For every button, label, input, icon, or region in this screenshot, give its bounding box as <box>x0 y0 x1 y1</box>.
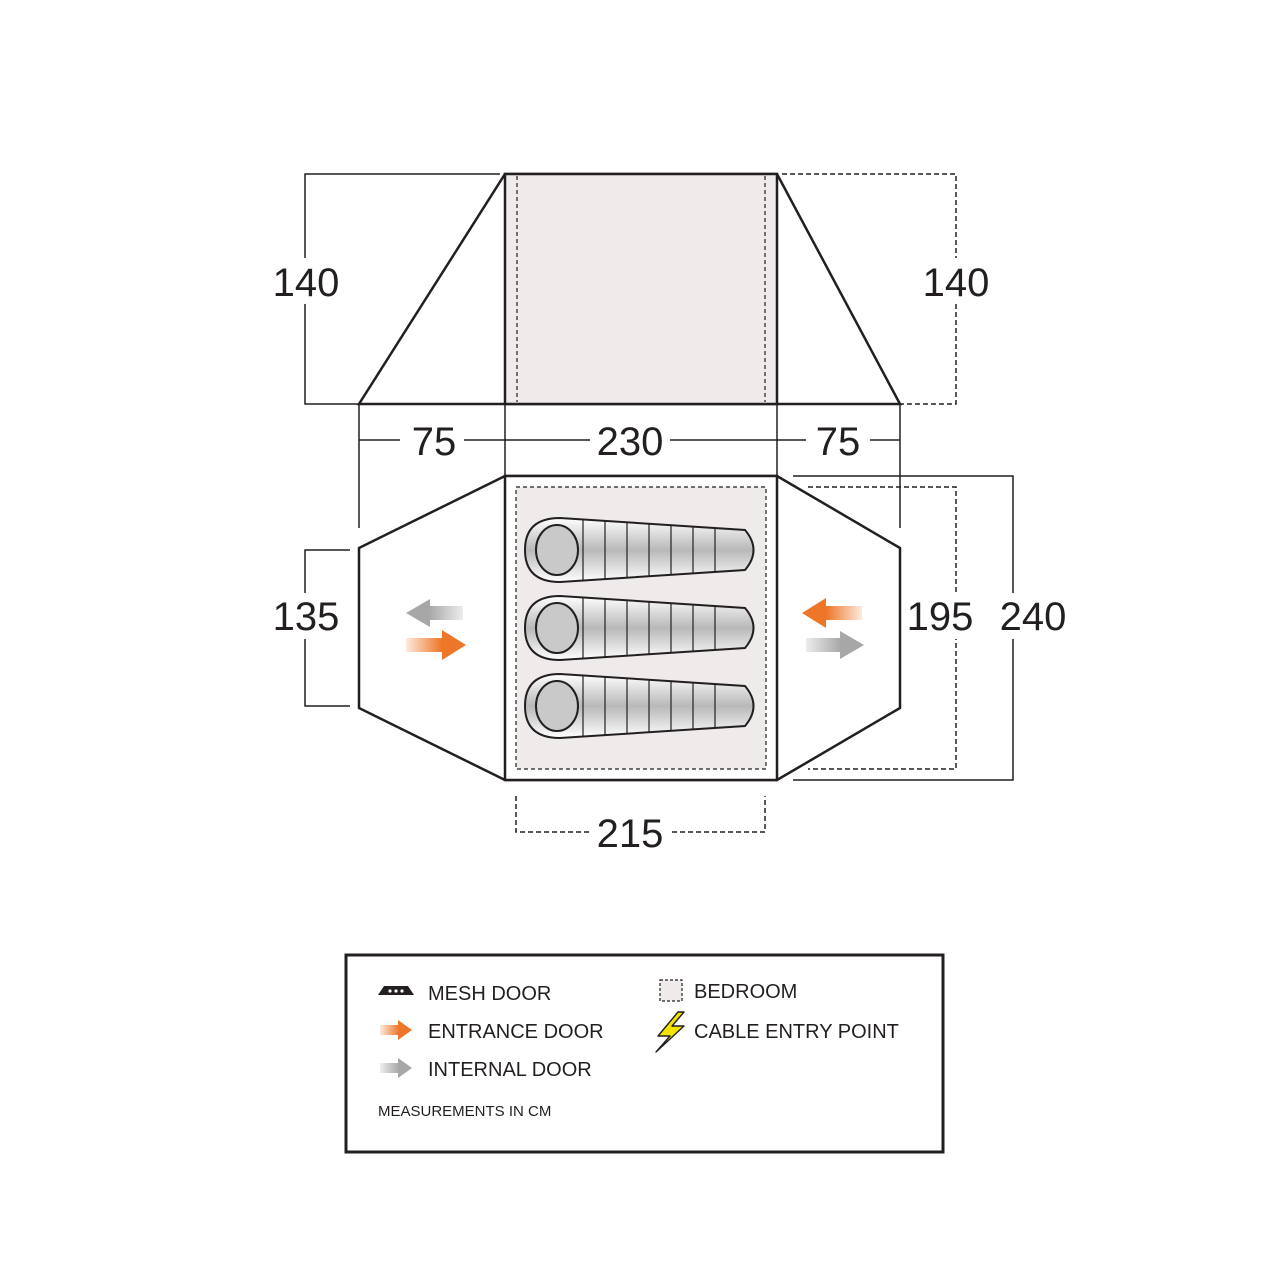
side-elevation: 140 140 <box>268 172 994 406</box>
side-bedroom-panel <box>503 172 779 406</box>
floor-plan <box>357 474 902 782</box>
legend-mesh-door-label: MESH DOOR <box>428 983 551 1005</box>
legend-cable-entry-label: CABLE ENTRY POINT <box>694 1021 899 1043</box>
legend-internal-door-label: INTERNAL DOOR <box>428 1059 592 1081</box>
porch-width-left-label: 135 <box>273 595 340 639</box>
left-entrance-door-arrow <box>406 630 466 660</box>
sleeping-bag-3 <box>523 672 755 740</box>
legend-units-note: MEASUREMENTS IN CM <box>378 1103 551 1120</box>
legend-entrance-door-label: ENTRANCE DOOR <box>428 1021 604 1043</box>
side-height-right-label: 140 <box>923 261 990 305</box>
internal-door-icon <box>380 1058 412 1078</box>
bedroom-inner-length-label: 215 <box>597 812 664 856</box>
left-internal-door-arrow <box>406 599 463 627</box>
length-dimensions: 75 230 75 <box>358 404 901 528</box>
right-internal-door-arrow <box>806 631 864 659</box>
bedroom-width-label: 195 <box>907 595 974 639</box>
sleeping-bag-2 <box>523 594 755 662</box>
porch-length-right-label: 75 <box>816 420 861 464</box>
mesh-door-icon <box>378 986 414 995</box>
legend-bedroom-label: BEDROOM <box>694 981 797 1003</box>
porch-length-left-label: 75 <box>412 420 457 464</box>
side-height-left-label: 140 <box>273 261 340 305</box>
sleeping-bag-1 <box>523 516 755 584</box>
width-dimensions: 135 195 240 215 <box>268 475 1072 856</box>
bedroom-length-label: 230 <box>597 420 664 464</box>
entrance-door-icon <box>380 1020 412 1040</box>
total-width-label: 240 <box>1000 595 1067 639</box>
lightning-bolt-icon <box>655 1011 685 1053</box>
right-entrance-door-arrow <box>802 598 862 628</box>
bedroom-legend-icon <box>659 979 683 1002</box>
legend-box: MESH DOOR ENTRANCE DOOR INTERNAL DOOR ME… <box>344 953 945 1154</box>
